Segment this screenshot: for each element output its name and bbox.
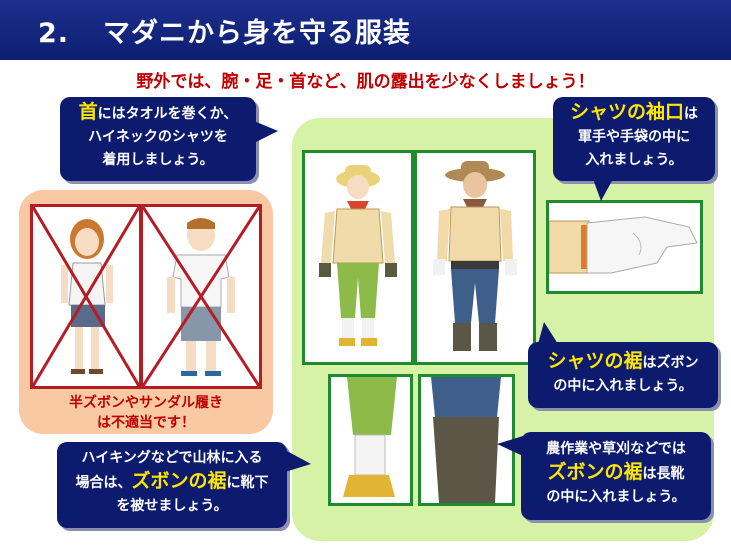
callout-hem-line2: の中に入れましょう。	[553, 378, 693, 394]
callout-hem-line1-text: はズボン	[642, 355, 699, 371]
callout-hiking-pointer	[285, 450, 311, 472]
good-figure-child	[302, 150, 414, 365]
bad-figure-man	[140, 204, 262, 389]
callout-neck-line1-text: にはタオルを巻くか、	[97, 106, 238, 122]
warning-text: 半ズボンやサンダル履き は不適当です！	[19, 393, 273, 433]
callout-cuff-line1-text: は	[684, 106, 698, 122]
callout-cuff-line1: シャツの袖口は	[553, 101, 715, 126]
glove-closeup	[546, 200, 703, 294]
callout-neck-line2: ハイネックのシャツを	[88, 129, 228, 145]
callout-hem-highlight: シャツの裾	[547, 350, 643, 372]
callout-cuff-pointer	[593, 179, 613, 201]
sock-over-pants-illustration	[343, 377, 397, 497]
callout-neck-highlight: 首	[78, 101, 98, 123]
callout-farm-line2: ズボンの裾は長靴	[521, 461, 711, 486]
callout-neck-line1: 首にはタオルを巻くか、	[60, 101, 256, 126]
page-title: 2. マダニから身を守る服装	[38, 11, 411, 50]
callout-cuff-highlight: シャツの袖口	[569, 101, 684, 123]
callout-cuff-line3: 入れましょう。	[585, 152, 683, 168]
callout-cuff-line2: 軍手や手袋の中に	[578, 129, 690, 145]
callout-hiking-line3: を被せましょう。	[116, 498, 228, 514]
callout-hiking-highlight: ズボンの裾	[131, 470, 227, 492]
callout-hiking: ハイキングなどで山林に入る 場合は、ズボンの裾に靴下 を被せましょう。	[57, 442, 311, 528]
callout-neck-line3: 着用しましょう。	[102, 152, 214, 168]
header-bar: 2. マダニから身を守る服装	[0, 0, 731, 60]
callout-hiking-line1: ハイキングなどで山林に入る	[81, 450, 263, 466]
callout-hiking-line2-post: に靴下	[226, 475, 269, 491]
callout-farm-highlight: ズボンの裾	[547, 461, 643, 483]
callout-neck-pointer	[254, 121, 278, 143]
woman-shorts-illustration	[33, 207, 139, 386]
title-text: マダニから身を守る服装	[103, 18, 412, 49]
callout-neck: 首にはタオルを巻くか、 ハイネックのシャツを 着用しましょう。	[60, 97, 278, 181]
warning-line-1: 半ズボンやサンダル履き	[69, 395, 223, 411]
subtitle: 野外では、腕・足・首など、肌の露出を少なくしましょう！	[136, 72, 595, 92]
callout-farm-pointer	[497, 436, 523, 456]
warning-line-2: は不適当です！	[97, 415, 195, 431]
callout-farm: 農作業や草刈などでは ズボンの裾は長靴 の中に入れましょう。	[497, 432, 711, 520]
section-number: 2.	[38, 18, 70, 49]
boot-closeup	[418, 374, 515, 506]
bad-figure-woman	[30, 204, 142, 389]
callout-farm-line2-post: は長靴	[642, 466, 685, 482]
pants-in-boots-illustration	[431, 377, 501, 503]
callout-cuff: シャツの袖口は 軍手や手袋の中に 入れましょう。	[553, 97, 715, 201]
callout-hem-line1: シャツの裾はズボン	[528, 350, 718, 375]
callout-farm-line1: 農作業や草刈などでは	[546, 441, 686, 457]
man-shorts-illustration	[143, 207, 259, 386]
sock-closeup	[328, 374, 413, 506]
glove-cuff-illustration	[549, 216, 698, 274]
child-covered-illustration	[319, 165, 397, 346]
callout-hem: シャツの裾はズボン の中に入れましょう。	[528, 322, 718, 408]
callout-hiking-line2-pre: 場合は、	[75, 475, 132, 491]
good-figure-adult	[414, 150, 536, 365]
callout-farm-line3: の中に入れましょう。	[546, 489, 686, 505]
callout-hiking-line2: 場合は、ズボンの裾に靴下	[57, 470, 287, 495]
callout-hem-pointer	[538, 322, 558, 344]
adult-covered-illustration	[433, 161, 517, 351]
